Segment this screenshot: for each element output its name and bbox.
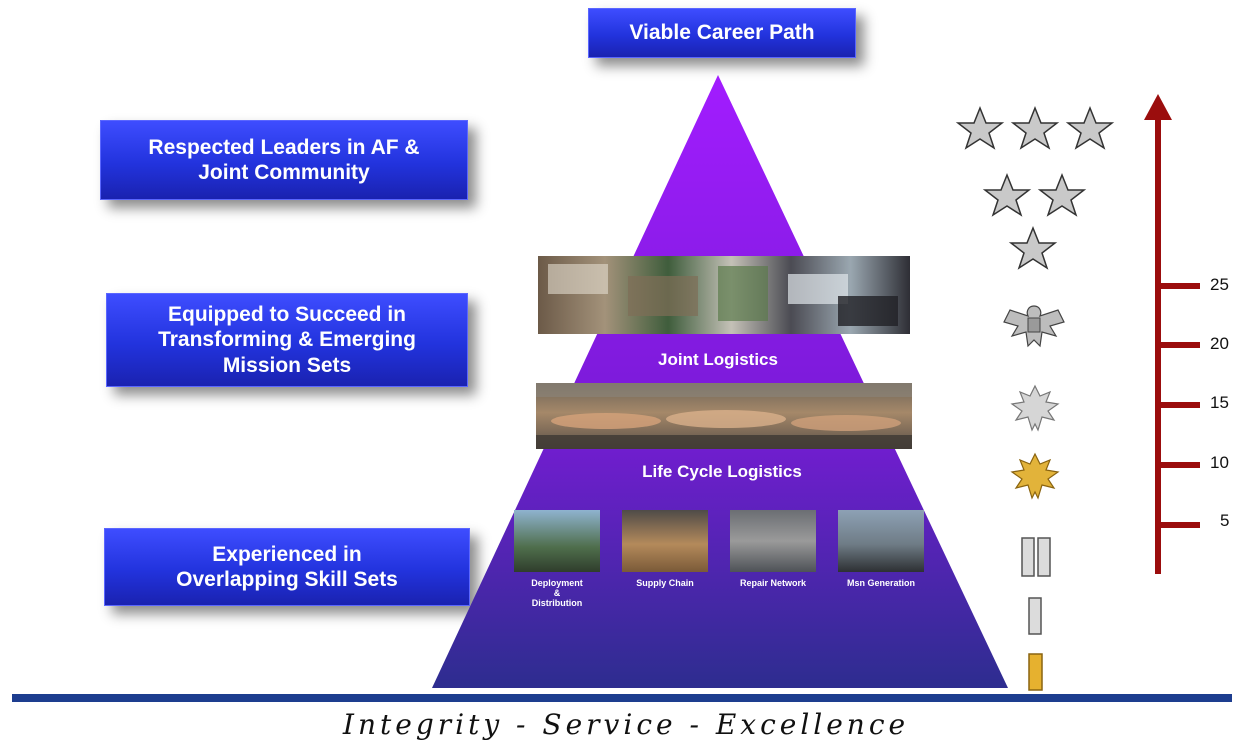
one-star-insignia: [1008, 225, 1058, 270]
tile-deployment-distribution: [514, 510, 600, 572]
arrow-head-icon: [1144, 94, 1172, 120]
major-leaf-insignia: [1010, 452, 1060, 500]
years-arrow-axis: [1144, 94, 1200, 574]
tick-5: [1158, 522, 1200, 528]
tick-15: [1158, 402, 1200, 408]
tile-label-deployment: Deployment & Distribution: [507, 578, 607, 609]
band-label-life-cycle-logistics: Life Cycle Logistics: [642, 462, 802, 481]
tick-label: 5: [1220, 511, 1230, 530]
star-icon: [955, 105, 1115, 150]
tick-label: 20: [1210, 334, 1229, 353]
tick-label: 15: [1210, 393, 1229, 412]
tile-label-line: Distribution: [531, 597, 583, 608]
page-title: Viable Career Path: [629, 21, 815, 45]
second-lieutenant-bar-insignia: [1026, 652, 1046, 692]
tick-25: [1158, 283, 1200, 289]
tick-10: [1158, 462, 1200, 468]
star-icon: [982, 172, 1087, 217]
callout-line: Equipped to Succeed in: [167, 303, 407, 327]
tick-label: 10: [1210, 453, 1229, 472]
tile-repair-network: [730, 510, 816, 572]
silver-oak-leaf-icon: [1010, 384, 1060, 432]
gold-bar-icon: [1028, 653, 1043, 691]
callout-line: Overlapping Skill Sets: [176, 568, 398, 591]
tile-label-msn-generation: Msn Generation: [846, 578, 915, 588]
captain-bars-insignia: [1018, 536, 1054, 578]
tile-label-supply-chain: Supply Chain: [636, 578, 694, 588]
star-icon: [1008, 225, 1058, 270]
callout-equipped: Equipped to Succeed in Transforming & Em…: [106, 293, 468, 387]
callout-experienced: Experienced in Overlapping Skill Sets: [104, 528, 470, 606]
tick-label: 25: [1210, 275, 1229, 294]
footer-divider: [12, 694, 1232, 702]
gold-oak-leaf-icon: [1010, 452, 1060, 500]
tile-supply-chain: [622, 510, 708, 572]
first-lieutenant-bar-insignia: [1026, 596, 1046, 636]
life-cycle-photo-strip: [536, 383, 912, 449]
lieutenant-colonel-leaf-insignia: [1010, 384, 1060, 432]
callout-line: Transforming & Emerging: [158, 328, 416, 352]
colonel-eagle-insignia: [1000, 300, 1068, 352]
tile-label-repair-network: Repair Network: [739, 578, 807, 588]
photo-texture: [548, 264, 898, 326]
callout-line: Experienced in: [212, 542, 362, 566]
double-silver-bar-icon: [1021, 537, 1051, 577]
callout-line: Respected Leaders in AF &: [148, 135, 420, 159]
tile-label-line: Deployment: [531, 578, 583, 588]
joint-logistics-photo-strip: [538, 256, 910, 334]
silver-bar-icon: [1028, 597, 1042, 635]
title-box: Viable Career Path: [588, 8, 856, 58]
photo-texture: [536, 383, 912, 449]
callout-line: Joint Community: [198, 161, 370, 184]
callout-leaders: Respected Leaders in AF & Joint Communit…: [100, 120, 468, 200]
band-label-joint-logistics: Joint Logistics: [658, 350, 778, 369]
tile-label-line: &: [553, 587, 561, 598]
tick-20: [1158, 342, 1200, 348]
eagle-icon: [1003, 305, 1065, 348]
two-star-insignia: [982, 172, 1087, 217]
tile-msn-generation: [838, 510, 924, 572]
callout-line: Mission Sets: [222, 353, 352, 377]
footer-motto: Integrity - Service - Excellence: [342, 708, 910, 741]
three-star-insignia: [955, 105, 1115, 150]
